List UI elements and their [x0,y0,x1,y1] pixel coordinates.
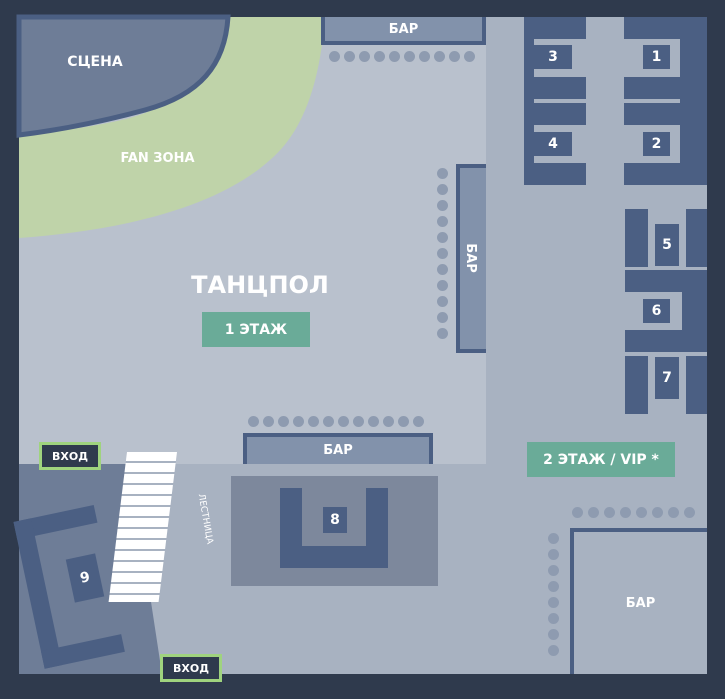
bar-stool [548,597,559,608]
bar-stool [449,51,460,62]
table-3-bottom [524,77,586,99]
bar-stool [359,51,370,62]
fan-zone-label: FAN ЗОНА [120,150,195,166]
table-8[interactable]: 8 [323,507,347,533]
bar-stool [620,507,631,518]
bar-stool [413,416,424,427]
bar-stool [437,328,448,339]
table-7-left [625,356,648,414]
bar-side-label: БАР [463,243,479,273]
bar-stool [636,507,647,518]
bar-stool [308,416,319,427]
floor1-badge: 1 ЭТАЖ [202,312,310,347]
bar-stool [374,51,385,62]
table-7-right [686,356,707,414]
bar-stool [323,416,334,427]
fan-zone-area [19,17,325,238]
table-4-top [524,103,586,125]
table-3-top [524,17,586,39]
table-7[interactable]: 7 [655,357,679,399]
bar-stool [434,51,445,62]
bar-mid: БАР [243,433,433,464]
table-1[interactable]: 1 [643,45,670,69]
bar-stool [437,216,448,227]
table-1-2-spine [680,17,707,185]
bar-stool [548,533,559,544]
bar-stool [548,645,559,656]
table-6-bottom [625,330,707,352]
bar-stool [389,51,400,62]
table-2[interactable]: 2 [643,132,670,156]
table-8-seat-bottom [280,546,388,568]
bar-bottom-right: БАР [570,528,707,674]
bar-stool [248,416,259,427]
bar-stool [329,51,340,62]
bar-stool [437,232,448,243]
table-4-bottom [524,163,586,185]
table-1-top [624,17,707,39]
floor2-badge: 2 ЭТАЖ / VIP * [527,442,675,477]
bar-stool [338,416,349,427]
dance-floor-label: ТАНЦПОЛ [191,271,329,299]
bar-stool [437,280,448,291]
bar-stool [548,565,559,576]
table-5[interactable]: 5 [655,224,679,266]
bar-stool [344,51,355,62]
bar-stool [383,416,394,427]
stage-area [16,14,231,138]
bar-stool [368,416,379,427]
bar-stool [293,416,304,427]
table-5-right [686,209,707,267]
bar-stool [548,629,559,640]
bar-stool [437,248,448,259]
bar-stool [437,168,448,179]
bar-stool [404,51,415,62]
entry-bottom[interactable]: ВХОД [160,654,222,682]
table-6[interactable]: 6 [643,299,670,323]
bar-stool [353,416,364,427]
table-5-left [625,209,648,267]
table-3[interactable]: 3 [534,45,572,69]
table-4[interactable]: 4 [534,132,572,156]
bar-side [456,164,486,353]
table-2-top [624,103,707,125]
bar-stool [437,184,448,195]
bar-stool [437,264,448,275]
bar-stool [548,581,559,592]
bar-top: БАР [321,17,486,45]
table-2-bottom [624,163,707,185]
bar-stool [604,507,615,518]
stage-label: СЦЕНА [67,54,123,70]
bar-stool [464,51,475,62]
bar-stool [437,200,448,211]
table-1-bottom [624,77,707,99]
table-3-4-spine [524,17,534,185]
entry-top[interactable]: ВХОД [39,442,101,470]
bar-stool [437,296,448,307]
bar-stool [263,416,274,427]
bar-stool [548,613,559,624]
bar-stool [419,51,430,62]
bar-stool [588,507,599,518]
bar-stool [278,416,289,427]
bar-stool [652,507,663,518]
bar-stool [398,416,409,427]
bar-stool [548,549,559,560]
bar-stool [684,507,695,518]
bar-stool [572,507,583,518]
bar-stool [668,507,679,518]
bar-stool [437,312,448,323]
